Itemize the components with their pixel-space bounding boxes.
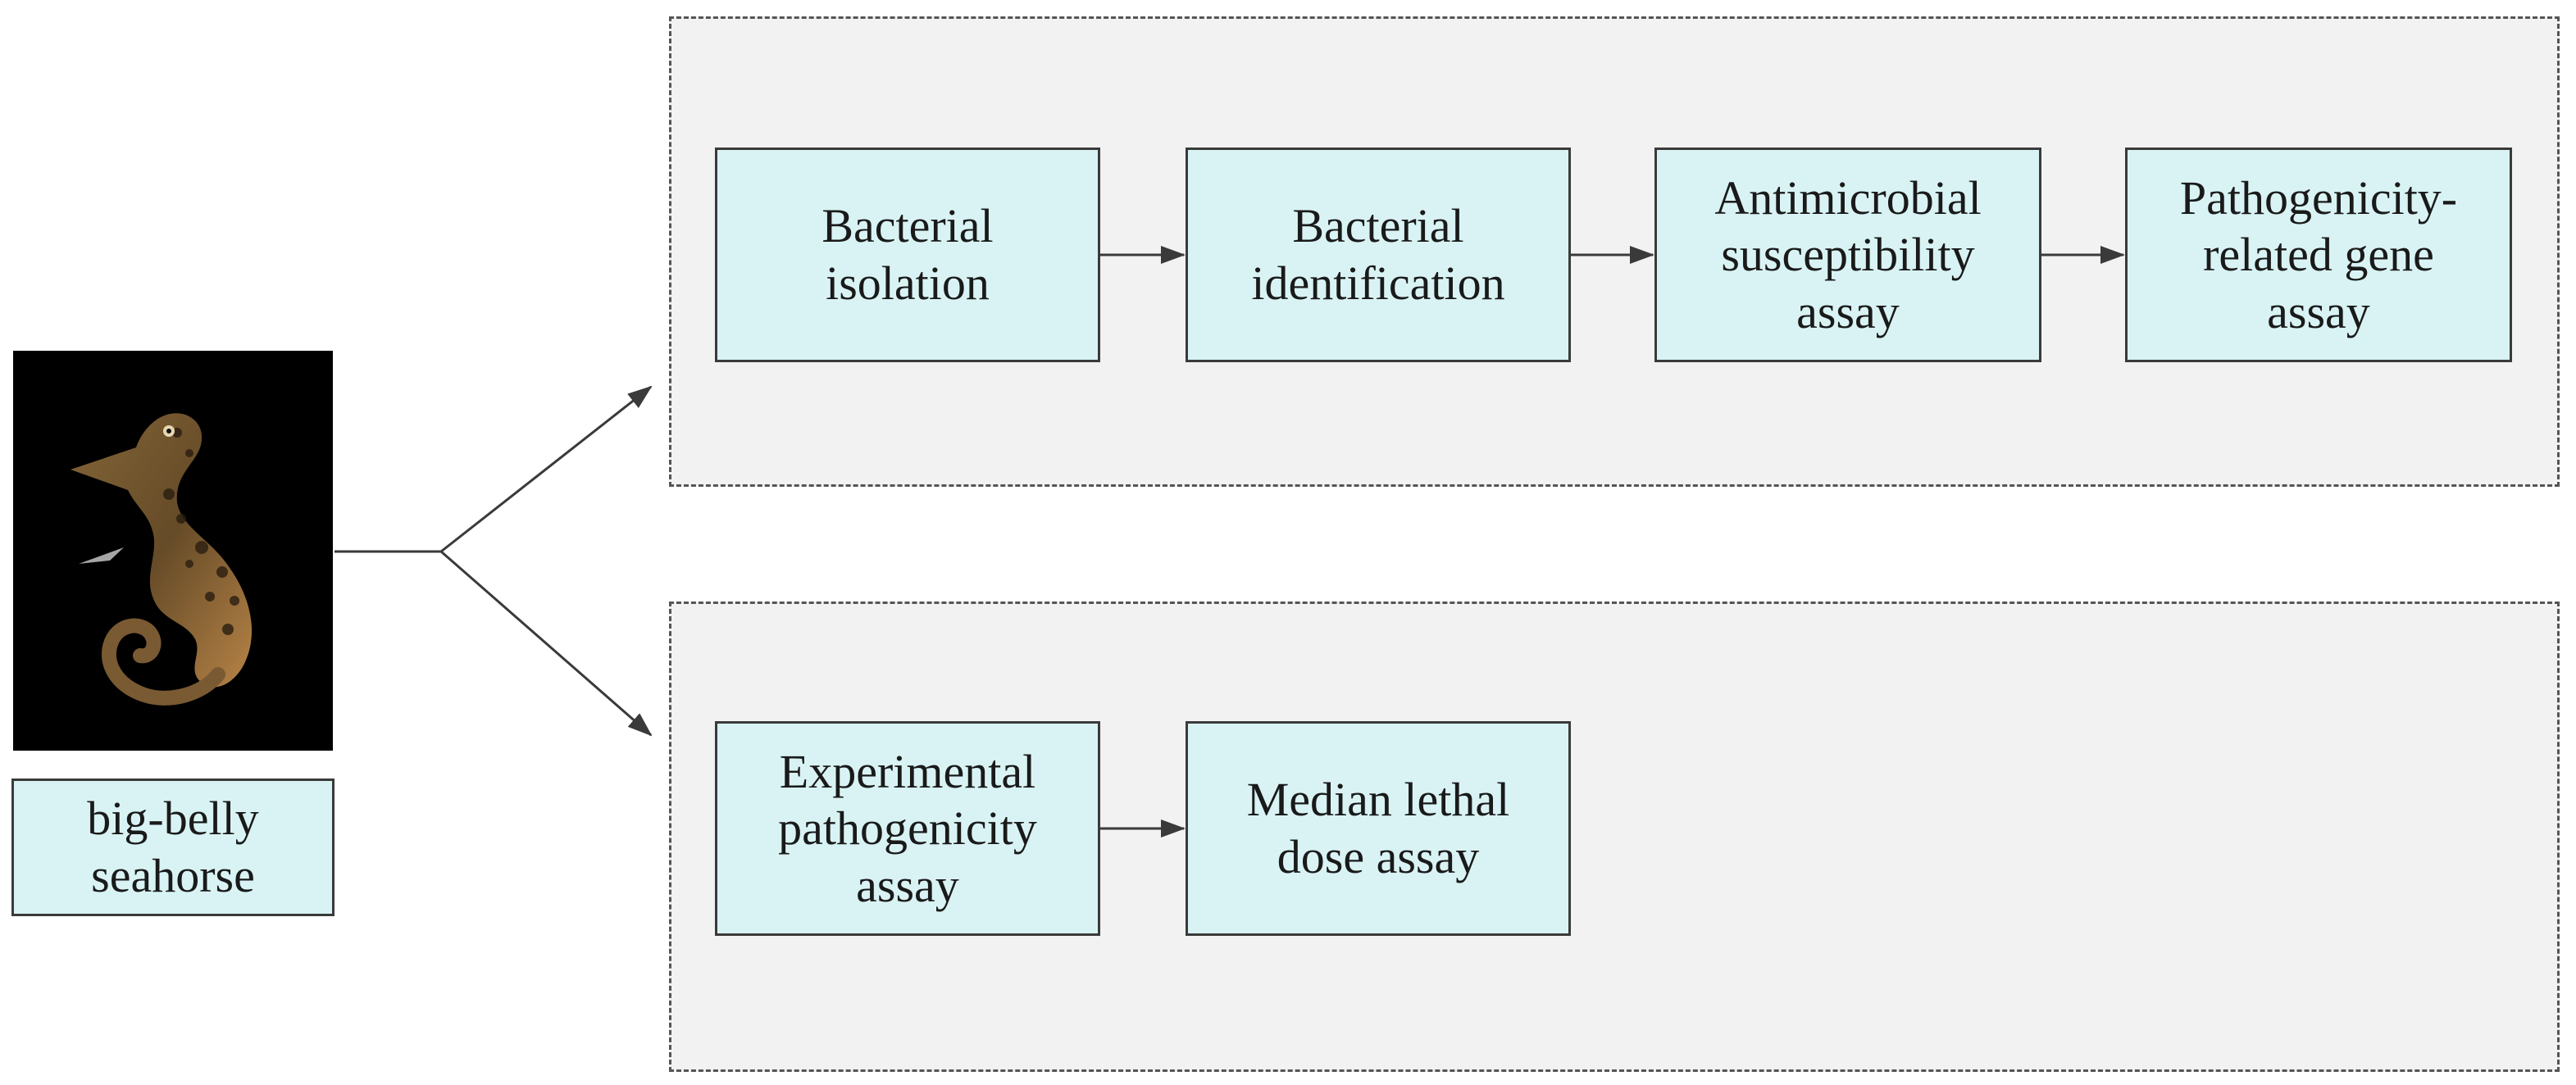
step-median-lethal-dose-assay: Median lethal dose assay <box>1186 721 1571 936</box>
step-pathogenicity-related-gene-assay: Pathogenicity- related gene assay <box>2125 148 2512 362</box>
seahorse-photo <box>13 351 333 751</box>
branch-arrow-top <box>440 385 653 553</box>
step-experimental-pathogenicity-assay: Experimental pathogenicity assay <box>715 721 1100 936</box>
source-label: big-belly seahorse <box>11 779 335 916</box>
seahorse-icon <box>71 413 253 706</box>
branch-arrow-bottom <box>440 550 653 737</box>
step-bacterial-identification: Bacterial identification <box>1186 148 1571 362</box>
step-bacterial-isolation: Bacterial isolation <box>715 148 1100 362</box>
step-antimicrobial-susceptibility-assay: Antimicrobial susceptibility assay <box>1654 148 2041 362</box>
